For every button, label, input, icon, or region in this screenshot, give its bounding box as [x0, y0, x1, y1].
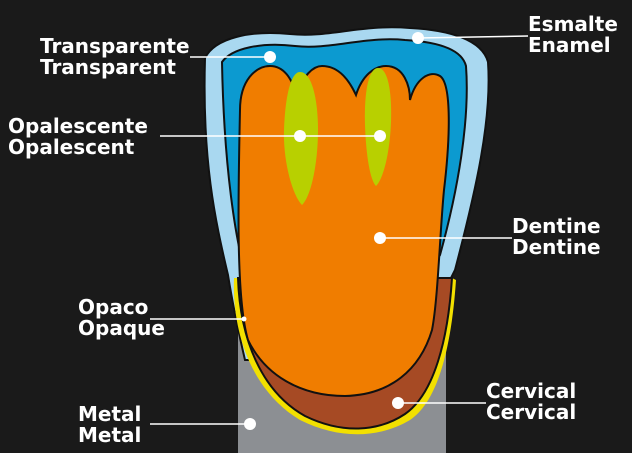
marker-cervical	[392, 397, 404, 409]
label-opaque: Opaco Opaque	[78, 297, 165, 339]
marker-opalescent-right	[374, 130, 386, 142]
label-cervical-secondary: Cervical	[486, 402, 576, 423]
label-enamel-secondary: Enamel	[528, 35, 618, 56]
label-metal-primary: Metal	[78, 404, 141, 425]
label-dentine-secondary: Dentine	[512, 237, 601, 258]
marker-metal	[244, 418, 256, 430]
label-dentine: Dentine Dentine	[512, 216, 601, 258]
marker-transparent	[264, 51, 276, 63]
label-enamel-primary: Esmalte	[528, 14, 618, 35]
label-transparent: Transparente Transparent	[40, 36, 190, 78]
label-metal: Metal Metal	[78, 404, 141, 446]
marker-dentine	[374, 232, 386, 244]
label-cervical-primary: Cervical	[486, 381, 576, 402]
label-transparent-primary: Transparente	[40, 36, 190, 57]
label-opalescent-secondary: Opalescent	[8, 137, 148, 158]
marker-opalescent-left	[294, 130, 306, 142]
marker-enamel	[412, 32, 424, 44]
label-dentine-primary: Dentine	[512, 216, 601, 237]
label-opalescent: Opalescente Opalescent	[8, 116, 148, 158]
label-opalescent-primary: Opalescente	[8, 116, 148, 137]
label-opaque-secondary: Opaque	[78, 318, 165, 339]
label-transparent-secondary: Transparent	[40, 57, 190, 78]
marker-opaque	[242, 317, 247, 322]
label-enamel: Esmalte Enamel	[528, 14, 618, 56]
label-opaque-primary: Opaco	[78, 297, 165, 318]
dentine-layer	[238, 66, 448, 396]
label-cervical: Cervical Cervical	[486, 381, 576, 423]
label-metal-secondary: Metal	[78, 425, 141, 446]
